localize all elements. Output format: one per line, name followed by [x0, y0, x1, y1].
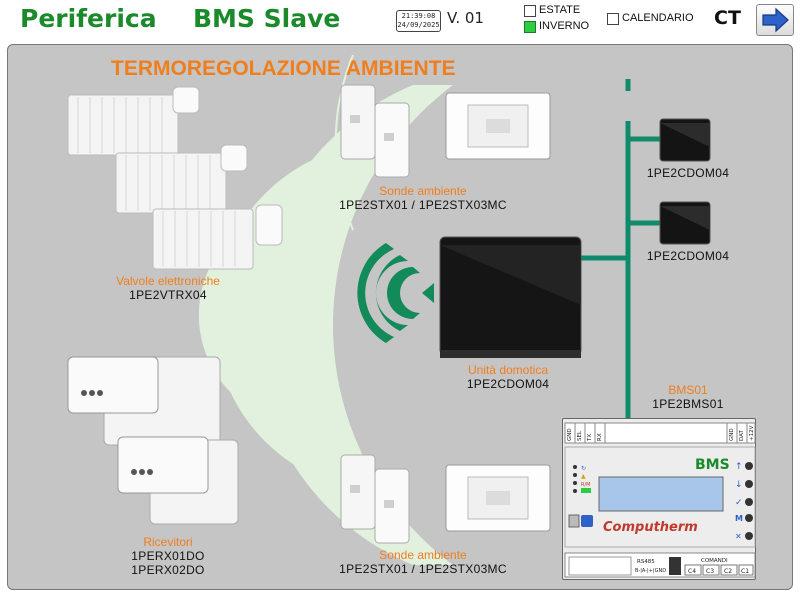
valvole-caption: Valvole elettroniche 1PE2VTRX04 — [88, 274, 248, 302]
comando-c1: C1 — [741, 568, 749, 575]
btn-ok-icon[interactable]: ✓ — [735, 498, 743, 508]
ct-label: CT — [714, 7, 741, 29]
wifi-icon — [357, 243, 434, 343]
radiator-3 — [152, 204, 283, 270]
term-gnd: GND — [567, 428, 573, 441]
calendario-label: CALENDARIO — [622, 12, 694, 24]
comando-c2: C2 — [724, 568, 732, 575]
btn-cancel-icon[interactable]: ✕ — [735, 532, 742, 541]
led-rm: R/M — [581, 482, 590, 488]
page-title: Periferica — [20, 4, 157, 33]
ricevitori-code-2: 1PERX02DO — [131, 563, 205, 577]
term-sel: SEL — [577, 430, 583, 441]
estate-checkbox[interactable] — [524, 5, 536, 17]
next-page-button[interactable] — [756, 4, 794, 36]
diagram-graphics — [67, 54, 711, 565]
room-sensor-top — [340, 84, 410, 178]
comando-c4: C4 — [688, 568, 696, 575]
ricevitori-caption: Ricevitori 1PERX01DO 1PERX02DO — [108, 535, 228, 577]
cdom-device-b — [659, 201, 711, 245]
unita-caption: Unità domotica 1PE2CDOM04 — [438, 363, 578, 391]
receiver-units — [67, 356, 239, 525]
term-12v: +12V — [749, 425, 755, 441]
computherm-logo: Computherm — [603, 520, 698, 535]
sonde-bottom-code: 1PE2STX01 / 1PE2STX03MC — [339, 562, 507, 576]
clock-date: 24/09/2025 — [397, 21, 440, 29]
usb-logo-icon — [581, 515, 593, 527]
version-label: V. 01 — [447, 9, 484, 27]
main-panel: TERMOREGOLAZIONE AMBIENTE Valvole elettr… — [7, 44, 793, 590]
wall-sensor-top — [445, 92, 551, 160]
calendario-checkbox[interactable] — [607, 13, 619, 25]
inverno-label: INVERNO — [539, 20, 590, 32]
header-bar: Periferica BMS Slave 21:39:08 24/09/2025… — [0, 0, 800, 40]
btn-down-icon[interactable]: ↓ — [735, 480, 743, 490]
led-signal-icon — [581, 488, 591, 493]
page-subtitle: BMS Slave — [193, 4, 341, 33]
ricevitori-code-1: 1PERX01DO — [131, 549, 205, 563]
wall-sensor-bottom — [445, 464, 551, 532]
sonde-top-code: 1PE2STX01 / 1PE2STX03MC — [339, 198, 507, 212]
sonde-bottom-caption: Sonde ambiente 1PE2STX01 / 1PE2STX03MC — [328, 548, 518, 576]
domotic-unit — [439, 236, 582, 358]
bms-module[interactable]: GND SEL TX RX GND DAT +12V BMS ↻ ▲ R/M — [562, 418, 756, 580]
arrow-right-icon — [762, 7, 789, 33]
unita-code: 1PE2CDOM04 — [466, 377, 550, 391]
bms-caption: BMS01 1PE2BMS01 — [638, 383, 738, 411]
clock-display[interactable]: 21:39:08 24/09/2025 — [396, 10, 441, 32]
term-gnd-2: GND — [729, 428, 735, 441]
cdom-b-label: 1PE2CDOM04 — [646, 249, 730, 263]
comando-c3: C3 — [706, 568, 714, 575]
cdom-device-a — [659, 118, 711, 162]
comandi-label: COMANDI — [701, 558, 728, 564]
term-rx: RX — [597, 433, 603, 441]
sonde-top-label: Sonde ambiente — [379, 184, 467, 198]
rs485-label: RS485 — [637, 559, 655, 565]
unita-label: Unità domotica — [467, 363, 549, 377]
radiator-2 — [115, 144, 248, 214]
sonde-top-caption: Sonde ambiente 1PE2STX01 / 1PE2STX03MC — [328, 184, 518, 212]
room-sensor-bottom — [340, 454, 410, 544]
term-tx: TX — [587, 434, 593, 442]
led-warning-icon: ▲ — [581, 473, 586, 480]
rs485-pins: B-|A-|+|GND — [635, 568, 666, 574]
bms-brand: BMS — [695, 457, 730, 473]
section-title: TERMOREGOLAZIONE AMBIENTE — [111, 57, 456, 80]
valvole-code: 1PE2VTRX04 — [129, 288, 207, 302]
bus-lines — [581, 79, 660, 423]
bms-module-graphic: GND SEL TX RX GND DAT +12V BMS ↻ ▲ R/M — [564, 422, 756, 578]
cdom-a-label: 1PE2CDOM04 — [646, 166, 730, 180]
estate-label: ESTATE — [539, 4, 581, 16]
inverno-checkbox[interactable] — [524, 21, 536, 33]
btn-up-icon[interactable]: ↑ — [735, 462, 743, 472]
sonde-bottom-label: Sonde ambiente — [379, 548, 467, 562]
valvole-label: Valvole elettroniche — [116, 274, 220, 288]
radiator-1 — [67, 86, 200, 156]
usb-port-icon — [568, 514, 580, 528]
btn-menu-icon[interactable]: M — [735, 514, 743, 523]
bms-name: BMS01 — [668, 383, 708, 397]
ricevitori-label: Ricevitori — [143, 535, 193, 549]
bms-code: 1PE2BMS01 — [652, 397, 724, 411]
term-dat: DAT — [739, 430, 745, 441]
clock-time: 21:39:08 — [401, 12, 436, 20]
led-sync-icon: ↻ — [581, 465, 586, 472]
